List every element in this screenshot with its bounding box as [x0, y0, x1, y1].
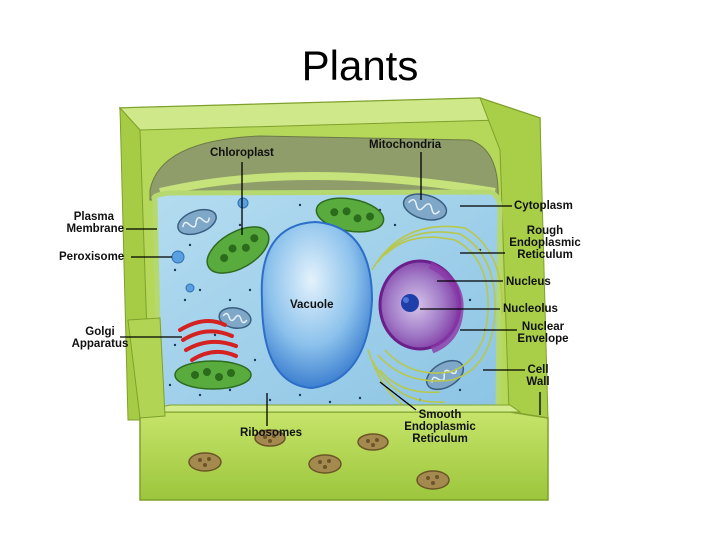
label-smooth-er-1: Smooth: [418, 409, 462, 421]
page-title: Plants: [301, 42, 419, 89]
peroxisome: [171, 197, 249, 293]
label-mitochondria: Mitochondria: [369, 139, 442, 151]
endoplasmic-reticulum: [367, 225, 503, 413]
vacuole: [260, 220, 374, 390]
label-cell-wall-1: Cell: [527, 364, 549, 376]
nucleus: [378, 259, 464, 354]
mitochondria: [177, 193, 465, 391]
nucleolus: [401, 294, 419, 312]
label-plasma-membrane-1: Plasma: [73, 211, 114, 223]
chloroplast: [174, 197, 385, 390]
label-peroxisome: Peroxisome: [59, 251, 125, 263]
label-vacuole: Vacuole: [290, 299, 334, 311]
label-smooth-er-2: Endoplasmic: [404, 421, 476, 433]
label-cell-wall-2: Wall: [526, 376, 550, 388]
label-nuclear-envelope-2: Envelope: [517, 333, 569, 345]
label-golgi-2: Apparatus: [71, 338, 129, 350]
label-cytoplasm: Cytoplasm: [514, 200, 573, 212]
label-nucleus: Nucleus: [506, 276, 551, 288]
label-nuclear-envelope-1: Nuclear: [521, 321, 565, 333]
label-nucleolus: Nucleolus: [503, 303, 558, 315]
label-smooth-er-3: Reticulum: [412, 433, 468, 445]
label-golgi-1: Golgi: [85, 326, 115, 338]
plasmodesmata: [188, 429, 450, 490]
label-chloroplast: Chloroplast: [210, 147, 274, 159]
label-ribosomes: Ribosomes: [240, 427, 302, 439]
golgi-apparatus: [178, 319, 238, 362]
leader-lines: [120, 152, 541, 426]
label-rough-er-1: Rough: [526, 225, 564, 237]
label-rough-er-3: Reticulum: [517, 249, 573, 261]
label-rough-er-2: Endoplasmic: [509, 237, 581, 249]
label-plasma-membrane-2: Membrane: [66, 223, 124, 235]
